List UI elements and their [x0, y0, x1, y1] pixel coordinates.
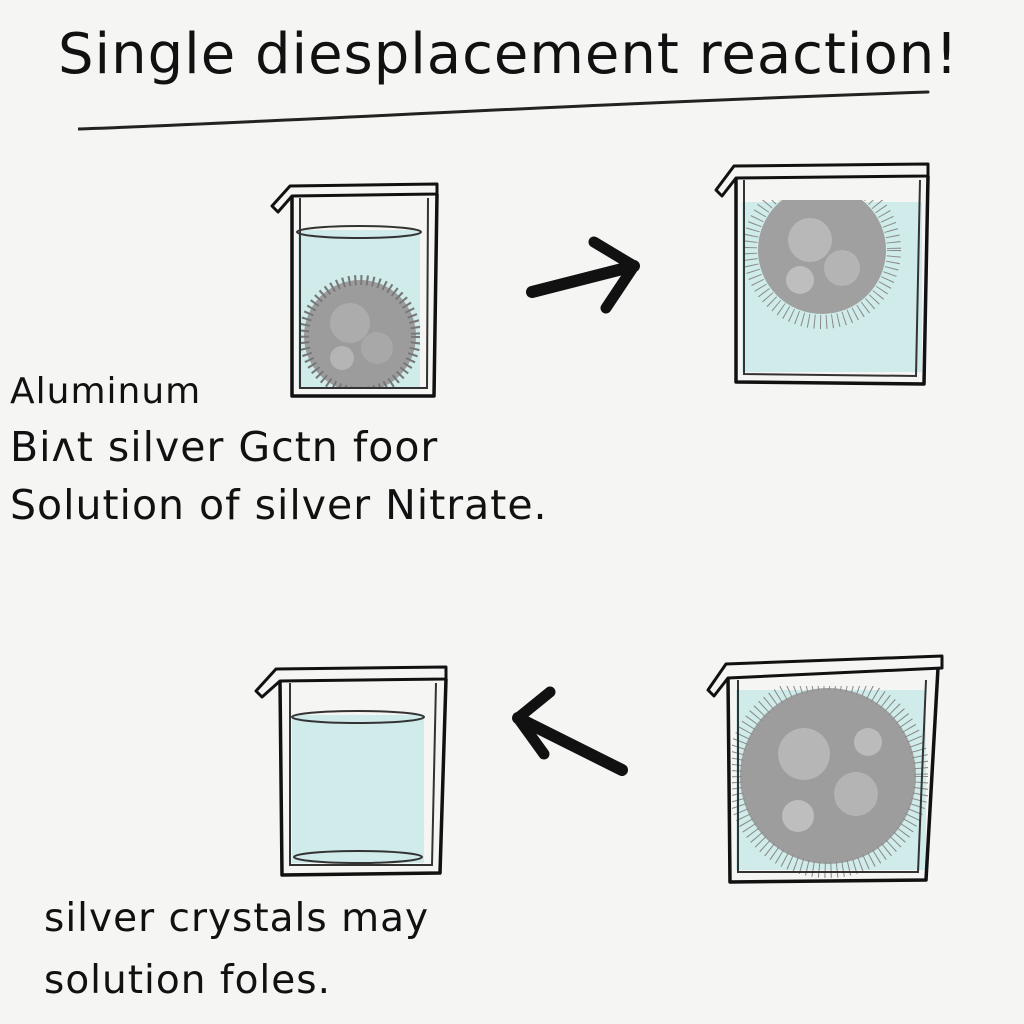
beaker-bottom-left — [254, 665, 448, 877]
beaker-bottom-right — [706, 654, 944, 884]
beaker-top-right — [714, 162, 930, 386]
silver-crystals-note: silver crystals may solution foles. — [44, 888, 429, 1012]
aluminum-ball — [299, 275, 420, 388]
note-line: Solution of silver Nitrate. — [10, 481, 548, 529]
note-line: Aluminum — [10, 371, 202, 412]
silver-crystal-cluster — [743, 200, 901, 329]
note-line: solution foles. — [44, 958, 331, 1003]
note-line: silver crystals may — [44, 896, 430, 941]
note-line: Biʌt silver Gctn foor — [10, 423, 439, 471]
aluminum-note: Aluminum Biʌt silver Gctn foor Solution … — [10, 366, 548, 534]
arrow-left-icon — [512, 686, 628, 776]
solution-liquid — [292, 715, 424, 863]
beaker-top-left — [270, 182, 439, 398]
title-underline — [78, 90, 930, 131]
diagram-title: Single diesplacement reaction! — [58, 22, 959, 87]
arrow-right-icon — [526, 236, 640, 314]
